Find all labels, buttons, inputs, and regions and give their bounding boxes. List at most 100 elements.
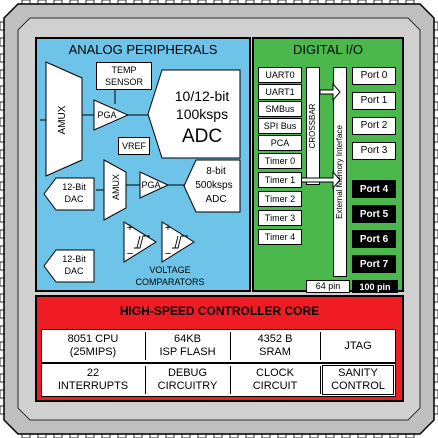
comparators-line-2: COMPARATORS	[135, 277, 205, 287]
peripheral-box	[258, 229, 302, 245]
peripheral-box	[258, 67, 302, 83]
peripheral-label: PCA	[270, 137, 290, 148]
row1-cell-line-1: 8051 CPU	[67, 332, 119, 345]
row1-cell-line-2: ISP FLASH	[159, 345, 216, 358]
peripheral-label: Timer 0	[264, 155, 296, 166]
peripheral-label: Timer 4	[264, 231, 296, 242]
peripheral-label: SPI Bus	[263, 120, 297, 131]
bus-arrow-crossbar-emi	[319, 82, 341, 102]
row2-cell-line-2: CIRCUITRY	[157, 379, 218, 392]
dac-1-line-1: 12-Bit	[62, 182, 86, 192]
peripheral-box	[258, 118, 302, 134]
port-label: Port 0	[360, 70, 388, 81]
row2-cell-line-1: 22	[86, 366, 100, 379]
peripheral-label: UART0	[265, 69, 295, 80]
bus-arrow-timer-emi	[300, 170, 341, 190]
core-row-2	[41, 363, 396, 397]
temp-sensor-line-2: SENSOR	[104, 76, 143, 87]
pga-mid-label: PGA	[141, 180, 161, 190]
peripheral-box	[258, 84, 302, 100]
adc-top-line-2: 100ksps	[175, 105, 229, 122]
core-divider	[230, 366, 231, 394]
row1-cell-line-1: 4352 B	[257, 332, 293, 345]
row1-cell-line-1: 64KB	[174, 332, 201, 345]
comparator-2-minus: −	[164, 247, 172, 260]
peripheral-label: Timer 3	[264, 212, 296, 223]
port-box	[352, 92, 396, 110]
crossbar-box	[306, 67, 320, 185]
core-divider	[145, 366, 146, 394]
peripheral-label: Timer 1	[264, 174, 296, 185]
port-box-100pin: Port 4	[352, 180, 396, 198]
row2-cell-line-2: CONTROL	[331, 379, 385, 392]
adc-top-line-1: 10/12-bit	[174, 87, 230, 104]
peripheral-label: Timer 2	[264, 193, 296, 204]
dac-2-line-1: 12-Bit	[62, 254, 86, 264]
core-divider	[320, 366, 321, 394]
core-row-1	[41, 329, 396, 363]
core-divider	[145, 332, 146, 360]
port-box-100pin: Port 7	[352, 255, 396, 273]
peripheral-label: SMBus	[265, 103, 295, 114]
adc-mid-line-3: ADC	[205, 194, 227, 205]
port-label: Port 3	[360, 145, 388, 156]
port-box-100pin: Port 6	[352, 230, 396, 248]
dac-2-line-2: DAC	[64, 266, 84, 276]
dac-1-line-2: DAC	[64, 194, 84, 204]
core-divider	[320, 332, 321, 360]
digital-title: DIGITAL I/O	[292, 42, 364, 57]
pin100-label: 100 pin	[352, 280, 398, 293]
vref-box	[118, 137, 150, 155]
peripheral-box	[258, 172, 302, 188]
row1-cell-line-2: SRAM	[259, 345, 291, 358]
port-box-100pin: Port 5	[352, 205, 396, 223]
dac-2-shape	[43, 249, 95, 283]
port-label: Port 1	[360, 95, 388, 106]
adc-top-shape	[147, 69, 241, 159]
analog-title: ANALOG PERIPHERALS	[68, 42, 218, 57]
peripheral-box	[258, 191, 302, 207]
port-label: Port 2	[360, 120, 388, 131]
dac-1-shape	[43, 177, 95, 211]
core-title: HIGH-SPEED CONTROLLER CORE	[119, 304, 320, 318]
pga-top-label: PGA	[97, 110, 117, 120]
hysteresis-icon-1	[134, 235, 150, 249]
comparators-line-1: VOLTAGE	[149, 265, 191, 275]
comparator-2-shape	[161, 221, 195, 263]
amux-top-shape	[45, 61, 83, 177]
row2-cell-line-1: CLOCK	[256, 366, 294, 379]
row2-cell-line-2: CIRCUIT	[252, 379, 298, 392]
comparator-2-plus: +	[164, 221, 172, 234]
peripheral-label: UART1	[265, 86, 295, 97]
amux-mid-shape	[103, 159, 127, 221]
temp-sensor-line-1: TEMP	[111, 64, 137, 75]
peripheral-box	[258, 153, 302, 169]
adc-mid-line-2: 500ksps	[195, 180, 233, 191]
row2-cell-line-2: INTERRUPTS	[57, 379, 129, 392]
sanity-control-box	[322, 365, 394, 395]
peripheral-box	[258, 101, 302, 117]
temp-sensor-box	[96, 62, 152, 90]
comparator-1-plus: +	[126, 221, 134, 234]
port-box	[352, 142, 396, 160]
vref-label: VREF	[121, 140, 146, 151]
pin64-box	[306, 280, 350, 293]
adc-mid-shape	[183, 159, 241, 213]
adc-mid-line-1: 8-bit	[206, 166, 226, 177]
comparator-1-minus: −	[126, 247, 134, 260]
pin64-label: 64 pin	[315, 281, 341, 291]
row1-cell-line-1: JTAG	[344, 339, 372, 352]
peripheral-box	[258, 210, 302, 226]
row1-cell-line-2: (25MIPS)	[69, 345, 117, 358]
port-box	[352, 67, 396, 85]
row2-cell-line-1: DEBUG	[167, 366, 208, 379]
row2-cell-line-1: SANITY	[338, 366, 378, 379]
hysteresis-icon-2	[172, 235, 188, 249]
core-divider	[230, 332, 231, 360]
port-box	[352, 117, 396, 135]
comparator-1-shape	[123, 221, 157, 263]
